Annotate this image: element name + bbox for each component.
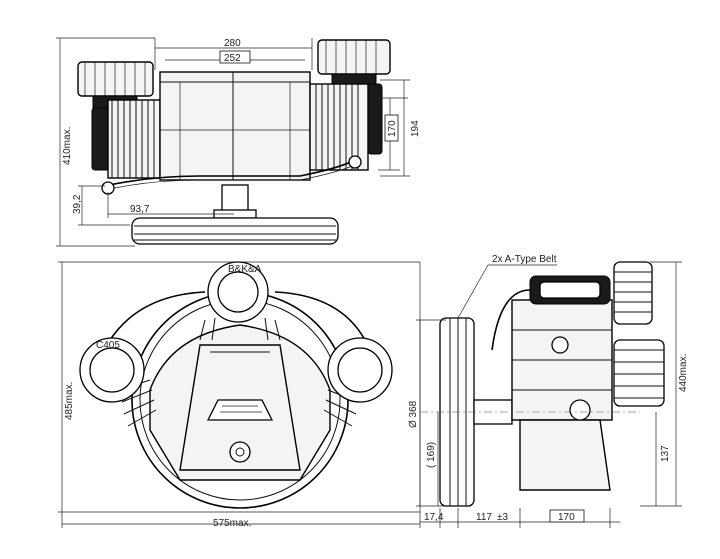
- front-left-filter-label: C405: [96, 340, 120, 351]
- front-top-filter: B&K&A: [207, 261, 269, 323]
- center-head-block: [159, 71, 311, 181]
- dim-front-height: 485max.: [64, 382, 75, 420]
- left-air-filter: [77, 61, 154, 109]
- dim-shaft-height: 39,2: [72, 194, 83, 214]
- dim-side-height: 440max.: [678, 354, 689, 392]
- top-view: 280 252: [56, 37, 421, 247]
- dim-pulley-pitch: ( 169): [426, 442, 437, 468]
- side-view: 2x A-Type Belt: [408, 254, 689, 528]
- dim-groove-offset: 17,4: [424, 512, 444, 523]
- dim-top-width: 280: [224, 38, 241, 49]
- front-left-filter: C405: [79, 337, 145, 403]
- dim-center-distance: 117: [476, 512, 492, 523]
- side-filters: [613, 261, 665, 407]
- dim-pulley-diameter: Ø 368: [408, 400, 419, 428]
- side-body: [511, 275, 613, 491]
- belt-note: 2x A-Type Belt: [492, 254, 557, 265]
- dim-side-width: 170: [558, 512, 575, 523]
- front-top-filter-label: B&K&A: [228, 264, 262, 275]
- top-pulley: [131, 184, 339, 245]
- dim-overall-height: 194: [410, 120, 421, 137]
- front-right-filter: [327, 337, 393, 403]
- dim-tolerance: ±3: [497, 512, 508, 523]
- dim-top-max-height: 410max.: [62, 127, 73, 165]
- right-cylinder-fins: [309, 83, 383, 171]
- dim-head-height: 170: [387, 120, 398, 137]
- dim-shaft-offset: 93,7: [130, 204, 150, 215]
- dim-front-width: 575max.: [213, 518, 251, 529]
- dim-top-inner-width: 252: [224, 53, 241, 64]
- front-view: 485max. 575max.: [58, 261, 421, 529]
- dim-side-lower: 137: [660, 445, 671, 462]
- left-cylinder-fins: [91, 99, 161, 179]
- right-air-filter: [317, 39, 391, 85]
